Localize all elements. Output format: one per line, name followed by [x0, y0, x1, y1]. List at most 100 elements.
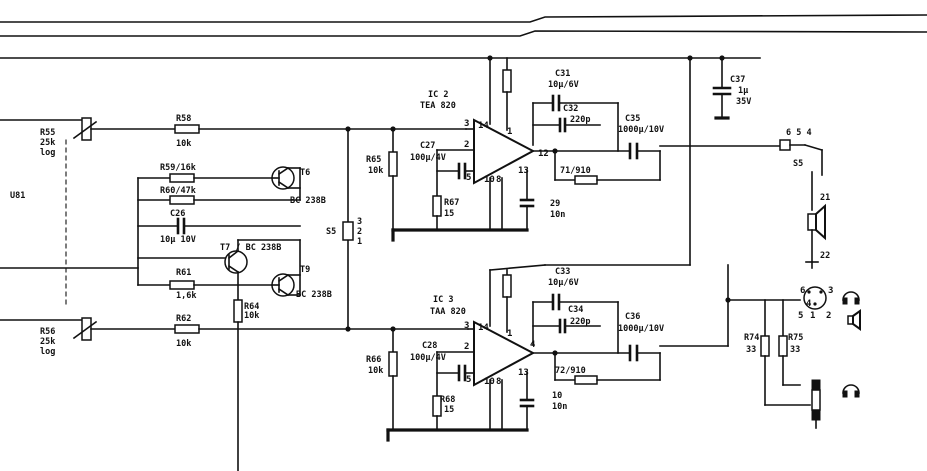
c37-val: 1µ — [738, 86, 748, 96]
spk-p22: 22 — [820, 251, 830, 261]
r55-extra: log — [40, 148, 55, 158]
resistor-r64: R64 10k — [233, 299, 259, 471]
din-p4: 4 — [806, 299, 812, 309]
t9-ref: T9 — [300, 265, 310, 275]
din-p5: 5 — [798, 311, 803, 321]
r71-ref: 71/910 — [560, 166, 591, 176]
headphone-icons — [842, 291, 861, 398]
c31-ref: C31 — [555, 69, 570, 79]
r74-val: 33 — [746, 345, 756, 355]
ic3-pin1: 1 — [507, 329, 512, 339]
c36-val: 1000µ/10V — [618, 324, 664, 334]
din-p3: 3 — [828, 286, 833, 296]
r55-val: 25k — [40, 138, 55, 148]
c26-ref: C26 — [170, 209, 185, 219]
r56-ref: R56 — [40, 327, 55, 337]
pot-r55: R55 25k log — [40, 117, 176, 158]
ic2-pin3: 3 — [464, 119, 469, 129]
c34-val: 220p — [570, 317, 590, 327]
c29-val: 10n — [550, 210, 565, 220]
ic2-pin12: 12 — [538, 149, 549, 159]
speaker-icon — [852, 309, 861, 331]
r59-ref: R59/16k — [160, 163, 196, 173]
capacitor-c36: C36 1000µ/10V — [618, 312, 729, 362]
ic2-pin13: 13 — [518, 166, 529, 176]
r74-ref: R74 — [744, 333, 759, 343]
r64-ref: R64 — [244, 302, 259, 312]
r65-ref: R65 — [366, 155, 381, 165]
ic3-pin13: 13 — [518, 368, 529, 378]
r60-ref: R60/47k — [160, 186, 196, 196]
ic3-pin5: 5 — [466, 375, 471, 385]
c28-val: 100µ/4V — [410, 353, 446, 363]
t6-ref: T6 — [300, 168, 310, 178]
c32-val: 220p — [570, 115, 590, 125]
c34-ref: C34 — [568, 305, 583, 315]
r61-val: 1,6k — [176, 291, 196, 301]
r58-val: 10k — [176, 139, 191, 149]
capacitor-c35: C35 1000µ/10V — [618, 114, 781, 160]
din-p6: 6 — [800, 286, 805, 296]
t7-ref: T7 / BC 238B — [220, 243, 281, 253]
r62-ref: R62 — [176, 314, 191, 324]
din-p2: 2 — [826, 311, 831, 321]
c37-volt: 35V — [736, 97, 751, 107]
c26-val: 10µ 10V — [160, 235, 196, 245]
s5b-ref: S5 — [793, 159, 803, 169]
bias-network: R59/16k R60/47k C26 10µ 10V R61 1,6k — [137, 163, 301, 301]
transistor-t6: T6 BC 238B — [271, 166, 326, 206]
ic2-type: TEA 820 — [420, 101, 456, 111]
r64-val: 10k — [244, 311, 259, 321]
headphone-icon — [842, 291, 860, 301]
c35-ref: C35 — [625, 114, 640, 124]
s5-p1: 1 — [357, 237, 362, 247]
top-rails — [0, 14, 927, 59]
c29-ref: 29 — [550, 199, 560, 209]
rail-label: U81 — [10, 191, 25, 201]
t6-type: BC 238B — [290, 196, 326, 206]
r56-val: 25k — [40, 337, 55, 347]
ic3-pin3: 3 — [464, 321, 469, 331]
s5-p3: 3 — [357, 217, 362, 227]
r75-ref: R75 — [788, 333, 803, 343]
c31-val: 10µ/6V — [548, 80, 579, 90]
transistor-t9: T9 BC 238B — [271, 239, 332, 300]
s5-p2: 2 — [357, 227, 362, 237]
c35-val: 1000µ/10V — [618, 125, 664, 135]
supply-rail: C37 1µ 35V — [687, 55, 751, 266]
r66-val: 10k — [368, 366, 383, 376]
ic2-id: IC 2 — [428, 90, 448, 100]
ic2-pin1: 1 — [507, 127, 512, 137]
s5-ref: S5 — [326, 227, 336, 237]
r65-val: 10k — [368, 166, 383, 176]
r56-extra: log — [40, 347, 55, 357]
c33-ref: C33 — [555, 267, 570, 277]
ic3-id: IC 3 — [433, 295, 453, 305]
left-inputs: U81 — [0, 119, 139, 321]
r58-ref: R58 — [176, 114, 191, 124]
amplifier-ic2: 3 2 14 1 5 10 8 13 12 IC 2 TEA 820 C27 1… — [410, 55, 661, 231]
speaker-output: 6 5 4 S5 21 22 — [779, 128, 830, 269]
ic3-pin14: 14 — [478, 323, 489, 333]
ground-bars — [386, 228, 529, 442]
c27-ref: C27 — [420, 141, 435, 151]
ic2-pin5: 5 — [466, 173, 471, 183]
din-socket-area: 6 3 5 1 2 4 R74 33 R75 33 — [725, 264, 833, 429]
c32-ref: C32 — [563, 104, 578, 114]
ic2-pin8: 8 — [496, 175, 501, 185]
r55-ref: R55 — [40, 128, 55, 138]
c36-ref: C36 — [625, 312, 640, 322]
pot-r56: R56 25k log — [40, 317, 176, 357]
ic3-type: TAA 820 — [430, 307, 466, 317]
ic3-pin8: 8 — [496, 377, 501, 387]
spk-p21: 21 — [820, 193, 830, 203]
r67-val: 15 — [444, 209, 454, 219]
switch-s5: S5 3 2 1 — [326, 128, 362, 330]
s5b-pins: 6 5 4 — [786, 128, 812, 138]
c37-ref: C37 — [730, 75, 745, 85]
transistor-t7: T7 / BC 238B — [220, 239, 301, 301]
headphone-icon-2 — [842, 384, 860, 394]
c28-ref: C28 — [422, 341, 437, 351]
r75-val: 33 — [790, 345, 800, 355]
